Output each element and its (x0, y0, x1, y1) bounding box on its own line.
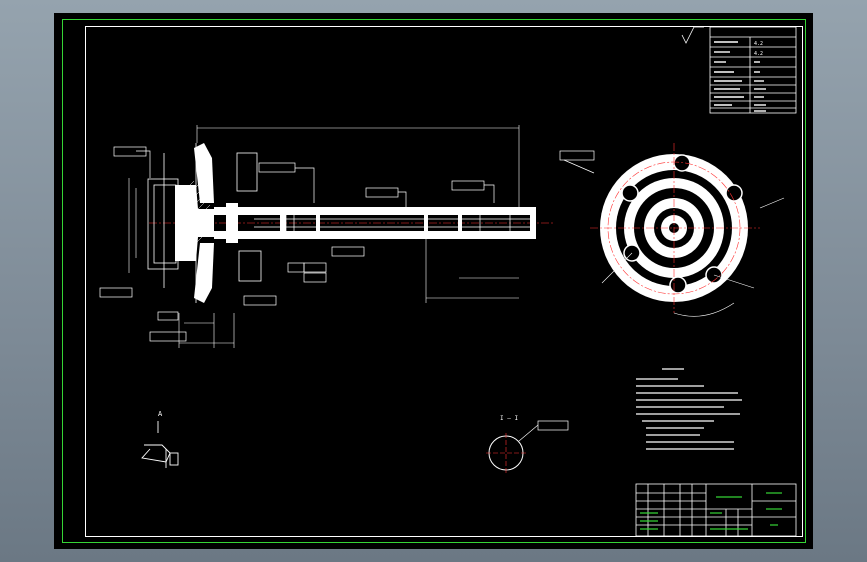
parameter-table-text: 4.2 4.2 (754, 41, 763, 57)
inner-drawing-border (85, 26, 803, 537)
table-value-1: 4.2 (754, 41, 763, 47)
title-block (635, 483, 797, 537)
flange-hatch (183, 180, 211, 256)
title-block-text-placeholders (640, 492, 782, 530)
technical-notes (636, 368, 742, 450)
parameter-table (709, 26, 797, 114)
dimension-lines (128, 125, 520, 348)
section-label: I — I (500, 415, 518, 422)
table-text-placeholders (714, 41, 766, 112)
detail-view-a (141, 421, 179, 468)
end-view-dimensions (601, 197, 785, 317)
cad-drawing: 4.2 4.2 (99, 26, 797, 537)
end-view-centerlines (590, 143, 760, 313)
shaft-body (175, 143, 536, 303)
section-view (486, 424, 539, 473)
outer-green-border (62, 19, 806, 543)
table-value-2: 4.2 (754, 51, 763, 57)
roughness-symbol (681, 26, 704, 44)
shaft-bore (254, 210, 534, 236)
view-label: A (158, 410, 163, 418)
drawing-canvas: 4.2 4.2 (54, 13, 813, 549)
hub-outline (147, 143, 262, 303)
tolerance-frames (99, 146, 595, 431)
